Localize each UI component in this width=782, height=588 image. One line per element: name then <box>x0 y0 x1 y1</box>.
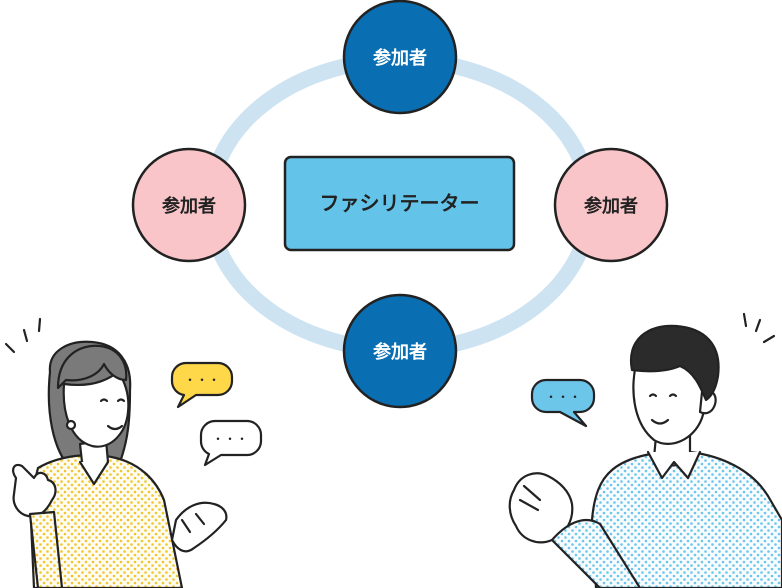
bubble-dots-yellow: ・・・ <box>184 373 220 387</box>
man-illustration <box>508 312 782 588</box>
participant-node-right: 参加者 <box>553 147 669 263</box>
participant-label-right: 参加者 <box>584 195 638 217</box>
participant-label-bottom: 参加者 <box>373 341 427 363</box>
facilitator-node: ファシリテーター <box>283 155 516 252</box>
bubble-dots-white: ・・・ <box>212 432 248 446</box>
participant-label-top: 参加者 <box>373 47 427 69</box>
participant-node-bottom: 参加者 <box>342 293 458 409</box>
speech-bubble-yellow: ・・・ <box>170 361 234 409</box>
woman-illustration <box>4 317 228 588</box>
participant-node-left: 参加者 <box>131 147 247 263</box>
bubble-dots-blue: ・・・ <box>545 390 581 404</box>
participant-node-top: 参加者 <box>342 0 458 115</box>
speech-bubble-blue: ・・・ <box>530 378 596 428</box>
speech-bubble-white: ・・・ <box>199 419 263 467</box>
facilitator-label: ファシリテーター <box>320 191 480 215</box>
participant-label-left: 参加者 <box>162 195 216 217</box>
